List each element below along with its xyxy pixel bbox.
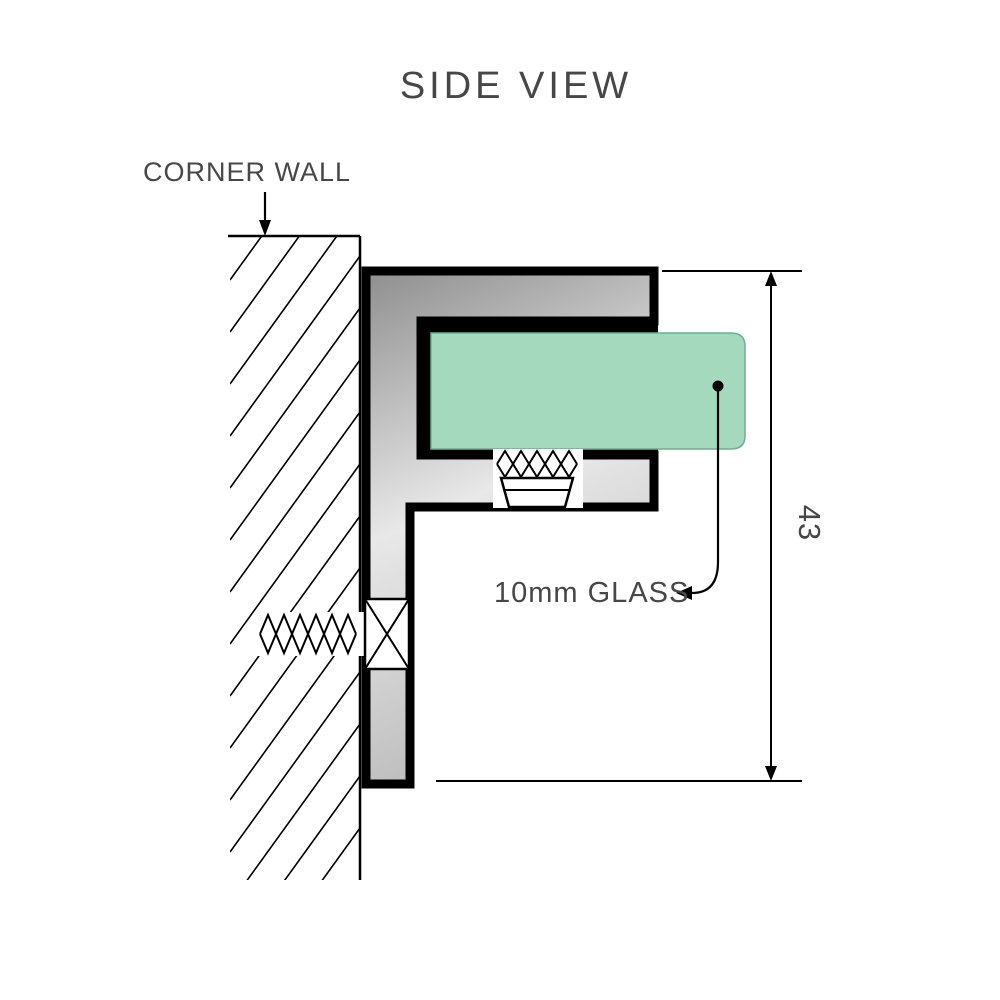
wall-screw-thread-bottom (259, 631, 357, 656)
grub-screw-thread-top (496, 449, 578, 466)
corner-wall-arrow (259, 192, 271, 236)
dimension-43: 43 (436, 270, 827, 782)
wall-screw (256, 597, 411, 671)
glass-callout-leader (691, 391, 720, 595)
glass-label: 10mm GLASS (494, 577, 689, 609)
diagram-title: SIDE VIEW (400, 65, 632, 107)
glass-callout-arrowhead-icon (676, 586, 692, 600)
dimension-arrowhead-bottom-icon (765, 766, 777, 781)
glass-callout-dot (712, 380, 724, 392)
bracket-body (361, 266, 659, 789)
corner-wall-label: CORNER WALL (143, 157, 351, 187)
wall-hatching (230, 237, 360, 880)
corner-wall (228, 234, 362, 880)
glass-panel (430, 332, 746, 450)
corner-wall-arrowhead-icon (259, 220, 271, 236)
dimension-arrowhead-top-icon (765, 271, 777, 286)
grub-screw-base (499, 476, 575, 509)
wall-screw-head-cross-2 (364, 598, 410, 670)
grub-screw (493, 449, 583, 509)
dimension-value: 43 (792, 505, 827, 541)
glass-callout: 10mm GLASS (494, 380, 724, 609)
corner-wall-text: CORNER WALL (143, 157, 351, 187)
wall-screw-backing (256, 612, 364, 656)
